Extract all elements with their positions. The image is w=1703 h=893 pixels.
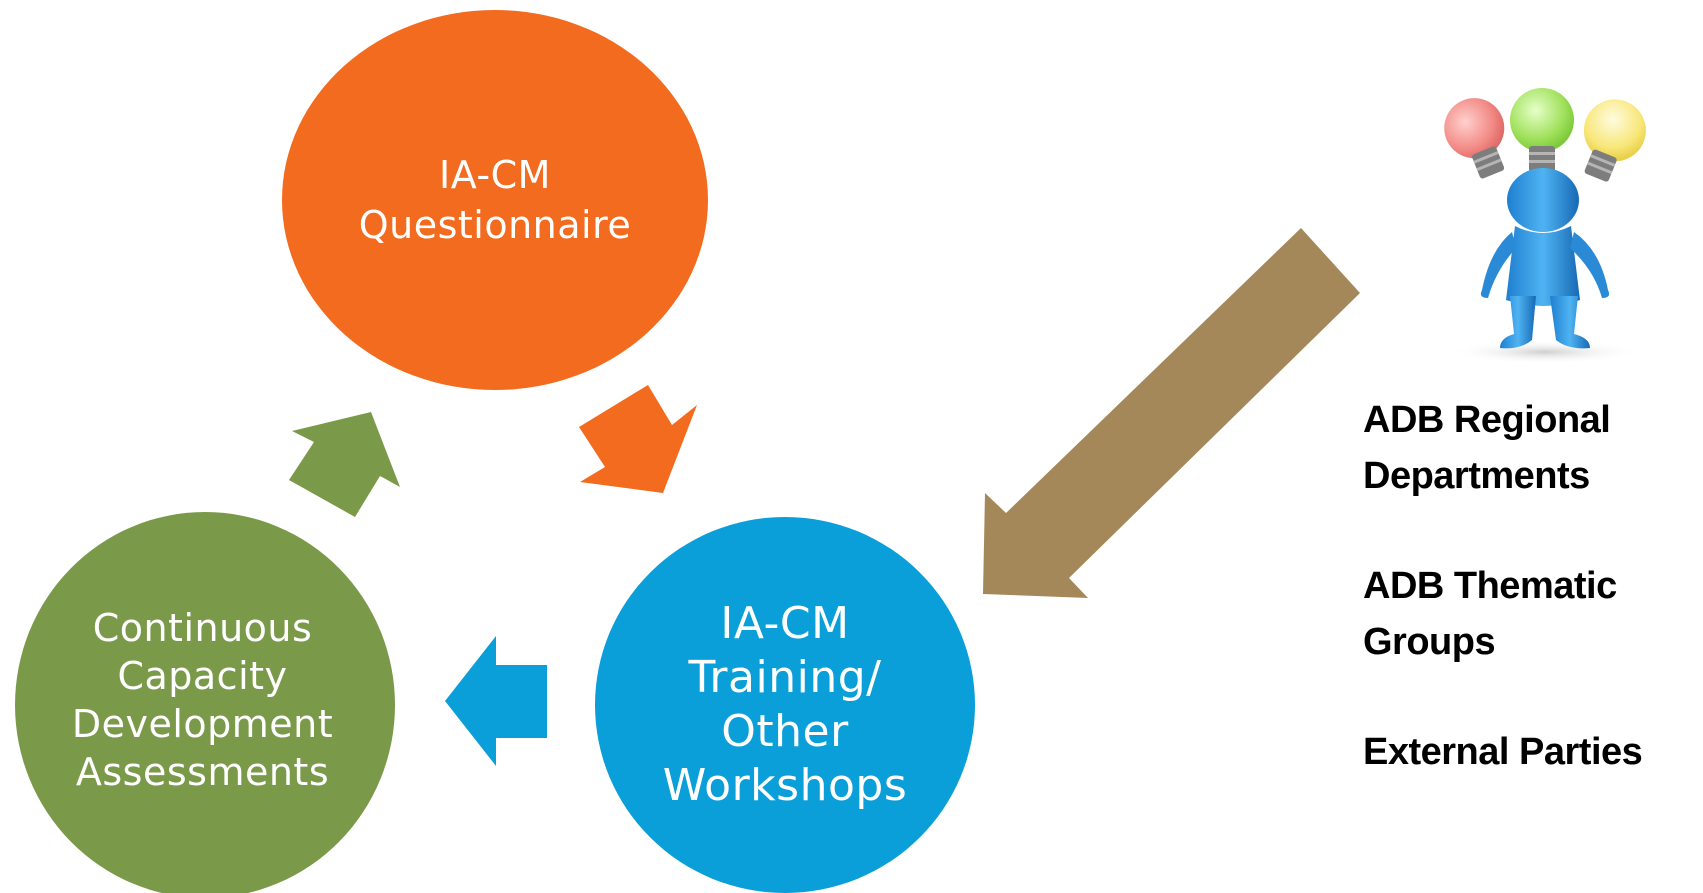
assessments-label: Continuous Capacity Development Assessme…: [30, 605, 375, 795]
assessments-label-line: Assessments: [75, 750, 330, 794]
questionnaire-circle: [282, 10, 708, 390]
training-to-assessments-arrow: [445, 636, 547, 766]
stakeholder-list: ADB Regional Departments ADB Thematic Gr…: [1363, 392, 1703, 834]
assessments-to-questionnaire-arrow: [289, 412, 400, 517]
stakeholder-line: Departments: [1363, 455, 1590, 497]
questionnaire-label: IA-CM Questionnaire: [290, 130, 700, 270]
questionnaire-label-line: Questionnaire: [358, 203, 632, 247]
training-label-line: Training/: [688, 652, 882, 703]
assessments-label-line: Continuous: [92, 606, 313, 650]
stakeholder-item: ADB Thematic Groups: [1363, 558, 1703, 670]
assessments-label-line: Development: [71, 702, 334, 746]
questionnaire-label-line: IA-CM: [439, 153, 551, 197]
stakeholder-line: External Parties: [1363, 731, 1643, 773]
stakeholder-item: ADB Regional Departments: [1363, 392, 1703, 504]
stakeholder-line: ADB Thematic: [1363, 565, 1617, 607]
stakeholder-line: ADB Regional: [1363, 399, 1611, 441]
training-label: IA-CM Training/ Other Workshops: [595, 590, 975, 820]
assessments-circle: [15, 512, 395, 893]
training-circle: [595, 517, 975, 893]
stakeholder-line: Groups: [1363, 621, 1496, 663]
training-label-line: Other: [721, 706, 849, 757]
training-label-line: Workshops: [662, 760, 908, 811]
person-with-lightbulbs-icon: [1444, 88, 1646, 364]
assessments-label-line: Capacity: [117, 654, 288, 698]
stakeholders-to-training-arrow: [983, 228, 1360, 598]
training-label-line: IA-CM: [720, 598, 850, 649]
questionnaire-to-training-arrow: [579, 385, 697, 493]
stakeholder-item: External Parties: [1363, 724, 1703, 780]
